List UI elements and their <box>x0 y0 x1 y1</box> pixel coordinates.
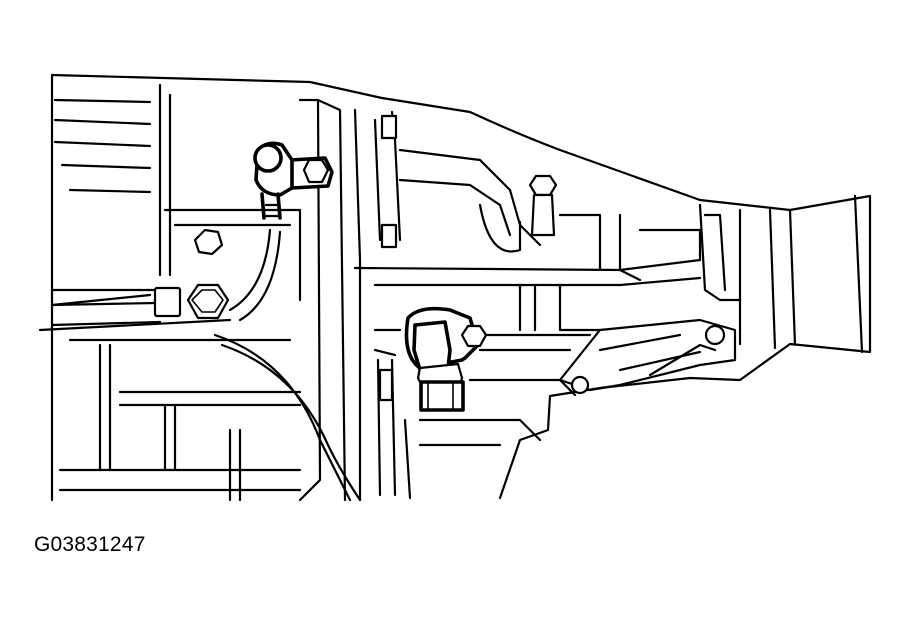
extension-housing <box>698 194 864 354</box>
center-rib <box>298 98 362 502</box>
mounting-bracket <box>558 318 737 395</box>
right-section-ribs <box>353 110 702 500</box>
figure-id-code: G03831247 <box>34 533 146 556</box>
housing-bolts <box>153 114 558 402</box>
wire-harness <box>38 228 362 502</box>
upper-sensor <box>253 141 334 220</box>
transmission-housing <box>50 73 872 502</box>
lower-sensor <box>404 306 488 412</box>
